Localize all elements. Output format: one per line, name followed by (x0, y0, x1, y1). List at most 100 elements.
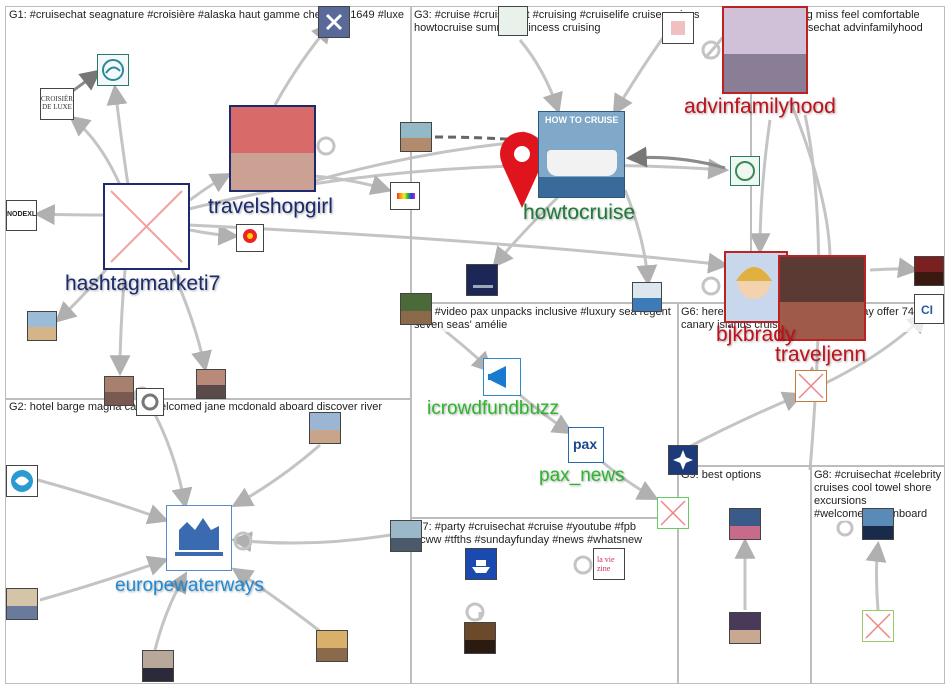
node-g2-man-photo[interactable] (309, 412, 341, 444)
node-g7-lavie[interactable]: la vie zine (593, 548, 625, 580)
self-loop (701, 40, 721, 60)
node-g8-broken[interactable] (862, 610, 894, 642)
group-label-g4: G4: #video pax unpacks inclusive #luxury… (414, 306, 672, 332)
node-g7-photo[interactable] (390, 520, 422, 552)
node-croisiere-de-luxe[interactable]: CROISIÈRE DE LUXE (40, 88, 74, 120)
edge (54, 264, 112, 323)
dolphin-logo-icon (102, 59, 124, 81)
edge (68, 115, 122, 186)
edge (434, 135, 521, 142)
broken-image-icon (110, 190, 183, 263)
node-friends-photo[interactable] (196, 369, 226, 399)
node-g2-man2-photo[interactable] (142, 650, 174, 682)
node-g5-halloween[interactable] (914, 256, 944, 286)
node-g7-dark-photo[interactable] (464, 622, 496, 654)
edge (187, 223, 730, 274)
edge (492, 193, 562, 269)
edge (749, 119, 772, 255)
ci-logo-text: CI (921, 303, 933, 317)
edge (623, 189, 658, 287)
edge (869, 257, 920, 279)
node-couple-g3[interactable] (400, 122, 432, 152)
label-traveljenn: traveljenn (775, 343, 867, 366)
howtocruise-banner-text: HOW TO CRUISE (545, 115, 619, 125)
node-howtocruise[interactable]: HOW TO CRUISE (538, 111, 625, 198)
node-couple-photo[interactable] (104, 376, 134, 406)
node-g2-swirl[interactable] (6, 465, 38, 497)
cross-logo-icon (673, 450, 693, 470)
lavie-logo-text: la vie zine (597, 555, 615, 573)
node-europewaterways[interactable] (166, 505, 232, 571)
self-loop (701, 276, 721, 296)
castle-logo-icon (175, 518, 223, 556)
edge (189, 224, 240, 246)
edge (599, 458, 659, 500)
group-box-g4 (411, 303, 678, 518)
edge (231, 443, 321, 508)
node-g9-woman1[interactable] (729, 508, 761, 540)
node-g8-ship-photo[interactable] (862, 508, 894, 540)
node-g9-woman2[interactable] (729, 612, 761, 644)
gear-logo-icon (141, 393, 159, 411)
self-loop (465, 602, 485, 622)
group-box-g3 (411, 6, 751, 303)
megaphone-icon (488, 366, 506, 388)
node-g6-navy-logo[interactable] (668, 445, 698, 475)
pax-logo-text: pax (573, 436, 598, 452)
node-g4-broken[interactable] (657, 497, 689, 529)
node-beach-photo[interactable] (27, 311, 57, 341)
node-g7-ship-logo[interactable] (465, 548, 497, 580)
edge (33, 204, 106, 226)
node-g3-top-right[interactable] (662, 12, 694, 44)
edge (39, 555, 169, 602)
node-g3-top-left[interactable] (498, 6, 528, 36)
node-cruise-logo-1[interactable] (97, 54, 129, 86)
label-hashtagmarketi7: hashtagmarketi7 (65, 272, 221, 295)
group-label-g9: G9: best options (681, 469, 801, 482)
node-hashtagmarketi7[interactable] (103, 183, 190, 270)
group-box-g9 (678, 466, 811, 684)
edge (682, 391, 804, 452)
node-unknown-blue-x[interactable] (318, 6, 350, 38)
edge (37, 478, 169, 525)
edge (109, 269, 131, 377)
node-g2-woman2-photo[interactable] (316, 630, 348, 662)
node-travelshopgirl[interactable] (229, 105, 316, 192)
x-mark-icon (325, 13, 343, 31)
broken-image-icon (798, 373, 824, 399)
node-g3-navy-logo[interactable] (466, 264, 498, 296)
group-label-g7: G7: #party #cruisechat #cruise #youtube … (414, 521, 664, 547)
node-rainbow-logo[interactable] (390, 182, 420, 210)
edge (231, 567, 326, 637)
node-cuba-logo[interactable] (236, 224, 264, 252)
badge-logo-icon (735, 161, 755, 181)
node-g5-ci-logo[interactable]: CI (914, 294, 944, 324)
howtocruise-marker-icon (500, 132, 544, 208)
edge (519, 393, 574, 435)
node-g4-photo[interactable] (400, 293, 432, 325)
group-label-g1: G1: #cruisechat seagnature #croisière #a… (9, 9, 409, 22)
node-g3-badge-logo[interactable] (730, 156, 760, 186)
node-traveljenn[interactable] (778, 255, 866, 341)
brand-logo-icon (243, 229, 257, 243)
node-g6-broken[interactable] (795, 370, 827, 402)
label-advinfamilyhood: advinfamilyhood (684, 95, 836, 118)
label-europewaterways: europewaterways (115, 575, 264, 596)
node-gear-logo[interactable] (136, 388, 164, 416)
croisiere-logo-text: CROISIÈRE DE LUXE (41, 95, 74, 111)
edge (865, 540, 887, 611)
node-advinfamilyhood[interactable] (722, 6, 808, 94)
edge (106, 83, 130, 186)
node-pax-news[interactable]: pax (568, 427, 604, 463)
swirl-logo-icon (11, 470, 33, 492)
node-nodexl[interactable]: NODEXL (6, 200, 37, 231)
label-bjkbrady: bjkbrady (716, 323, 796, 346)
group-label-g2: G2: hotel barge magna carta welcomed jan… (9, 401, 404, 414)
node-g2-woman-photo[interactable] (6, 588, 38, 620)
edge (168, 264, 212, 373)
node-g3-ship-photo[interactable] (632, 282, 662, 312)
node-icrowdfundbuzz[interactable] (483, 358, 521, 396)
nodexl-logo-text: NODEXL (7, 211, 37, 218)
edge (189, 172, 232, 202)
node-bjkbrady[interactable] (724, 251, 788, 323)
